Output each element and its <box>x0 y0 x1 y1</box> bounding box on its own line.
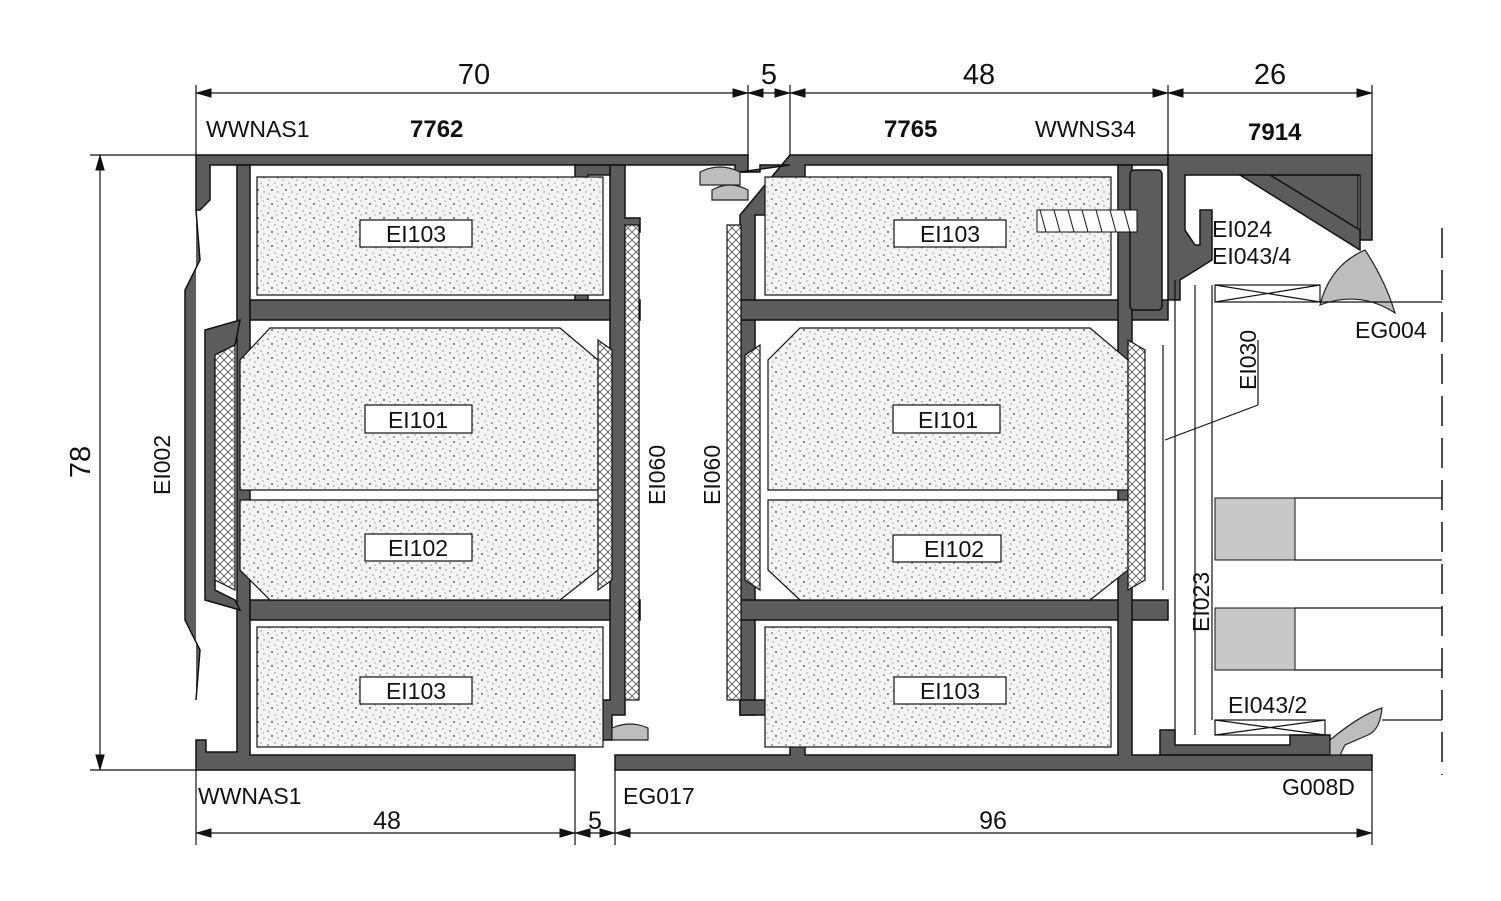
svg-text:EI103: EI103 <box>920 678 980 704</box>
label-eg004: EG004 <box>1355 317 1427 343</box>
label-ei103-2: EI103 <box>893 219 1007 248</box>
thermal-break-right-2 <box>1127 338 1146 592</box>
label-g008d: G008D <box>1282 774 1355 800</box>
label-ei030: EI030 <box>1235 330 1261 390</box>
label-ei060-right: EI060 <box>699 445 725 505</box>
label-ei002: EI002 <box>149 435 175 495</box>
dimension-lines <box>90 85 1374 845</box>
label-ei023: EI023 <box>1188 572 1214 632</box>
dim-top-5: 5 <box>761 59 777 91</box>
svg-text:EI101: EI101 <box>918 407 978 433</box>
gasket-top-right <box>711 184 749 201</box>
dim-bottom-48: 48 <box>373 807 401 835</box>
label-eg017: EG017 <box>623 783 695 809</box>
gasket-eg004 <box>1319 249 1397 315</box>
thermal-break-right <box>744 343 761 592</box>
label-wwnas1-bottom: WWNAS1 <box>198 783 302 809</box>
label-7762: 7762 <box>410 116 463 143</box>
glass-ei060-left <box>624 224 640 701</box>
dim-top-48: 48 <box>963 59 995 91</box>
label-ei101-2: EI101 <box>892 404 1001 434</box>
label-ei102-2: EI102 <box>892 534 1002 563</box>
svg-text:EI103: EI103 <box>920 221 980 247</box>
label-ei101-1: EI101 <box>364 404 473 434</box>
label-wwns34: WWNS34 <box>1035 116 1136 142</box>
glazing-unit <box>1162 228 1443 775</box>
gasket-eg017 <box>611 723 649 741</box>
svg-text:EI102: EI102 <box>388 535 448 561</box>
glass-ei060-right <box>726 224 742 701</box>
thermal-break-left <box>214 344 236 591</box>
label-ei103-1: EI103 <box>359 219 473 248</box>
gasket-g008d <box>1329 707 1383 756</box>
label-ei103-4: EI103 <box>893 676 1007 705</box>
dim-bottom-5: 5 <box>588 807 602 835</box>
dim-bottom-96: 96 <box>979 807 1007 835</box>
label-ei060-left: EI060 <box>644 445 670 505</box>
label-ei103-3: EI103 <box>359 676 473 705</box>
label-7914: 7914 <box>1248 119 1302 146</box>
thermal-break-left-2 <box>597 338 613 592</box>
label-ei043-4: EI043/4 <box>1212 243 1291 269</box>
dim-top-26: 26 <box>1254 59 1286 91</box>
svg-text:EI103: EI103 <box>386 678 446 704</box>
svg-text:EI103: EI103 <box>386 221 446 247</box>
dim-height-78: 78 <box>65 446 97 478</box>
label-ei043-2: EI043/2 <box>1228 692 1307 718</box>
profile-7914 <box>1129 154 1373 756</box>
svg-text:EI101: EI101 <box>388 407 448 433</box>
svg-text:EI102: EI102 <box>924 536 984 562</box>
label-wwnas1-top: WWNAS1 <box>206 116 310 142</box>
dim-top-70: 70 <box>458 59 490 91</box>
label-ei102-1: EI102 <box>364 533 473 562</box>
label-7765: 7765 <box>884 116 937 143</box>
label-ei024: EI024 <box>1212 216 1272 242</box>
gasket-top-left <box>699 166 741 186</box>
screw-icon <box>1036 209 1138 233</box>
